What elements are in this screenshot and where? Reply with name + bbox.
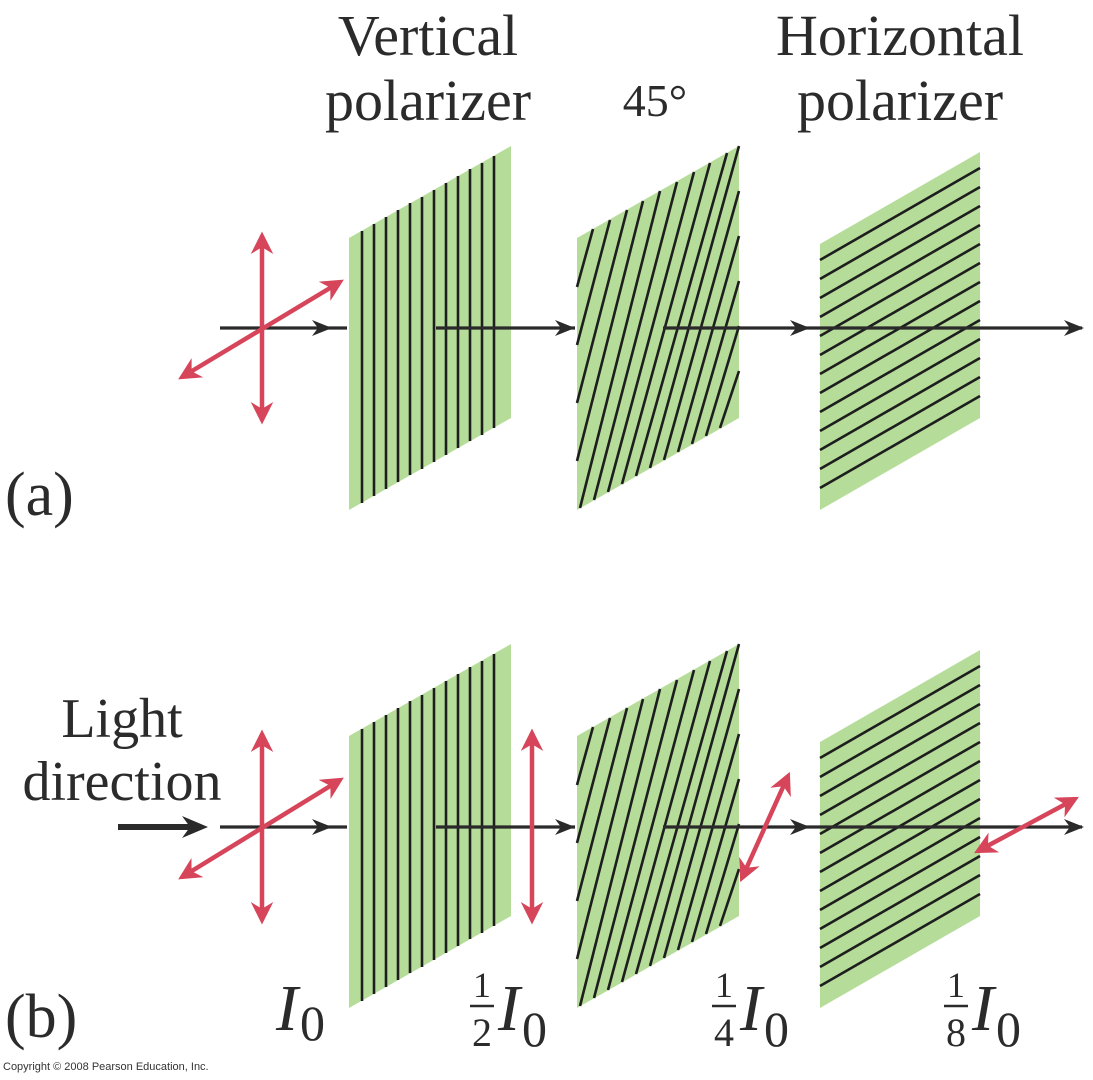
intensity-i0-symbol: I [275, 972, 301, 1045]
diagonal-polarizer-b-lines [575, 643, 741, 1007]
intensity-quarter-denominator: 4 [714, 1010, 734, 1055]
intensity-eighth-denominator: 8 [946, 1010, 966, 1055]
horizontal-polarizer-b [820, 650, 980, 1008]
vertical-polarizer-b-lines [360, 654, 496, 1001]
panel-b-label: (b) [5, 983, 77, 1051]
intensity-half: 1 2 I 0 [470, 965, 547, 1057]
intensity-quarter-numerator: 1 [715, 965, 733, 1005]
horizontal-polarizer-label-line1: Horizontal [776, 3, 1024, 68]
intensity-quarter-symbol: I [739, 972, 765, 1045]
panel-a-label: (a) [5, 461, 74, 529]
vertical-polarizer-label-line2: polarizer [325, 68, 531, 133]
panel-a: (a) [5, 145, 1084, 529]
unpolarized-light-arrows-a [178, 231, 344, 425]
horizontal-polarization-arrow [974, 796, 1079, 854]
diagonal-polarizer-a-lines [575, 145, 741, 509]
intensity-eighth-numerator: 1 [947, 965, 965, 1005]
diagonal-polarization-arrow [739, 771, 791, 883]
horizontal-polarizer-label-line2: polarizer [797, 68, 1003, 133]
intensity-eighth-subscript: 0 [996, 1001, 1021, 1057]
intensity-half-symbol: I [497, 972, 523, 1045]
direction-label: direction [22, 751, 221, 813]
intensity-i0-subscript: 0 [300, 995, 325, 1051]
intensity-quarter: 1 4 I 0 [712, 965, 789, 1057]
intensity-i0: I 0 [275, 972, 325, 1051]
panel-b: Light direction (b) I 0 1 2 I 0 1 4 I 0 … [5, 643, 1084, 1057]
intensity-eighth: 1 8 I 0 [944, 965, 1021, 1057]
vertical-polarizer-label-line1: Vertical [338, 3, 518, 68]
vertical-polarizer-a-lines [360, 156, 496, 503]
intensity-quarter-subscript: 0 [764, 1001, 789, 1057]
intensity-half-denominator: 2 [472, 1010, 492, 1055]
intensity-eighth-symbol: I [971, 972, 997, 1045]
unpolarized-diagonal-arrow [178, 777, 344, 880]
horizontal-polarizer-a [820, 152, 980, 510]
copyright-notice: Copyright © 2008 Pearson Education, Inc. [3, 1061, 209, 1073]
light-label: Light [61, 688, 183, 750]
intensity-half-numerator: 1 [473, 965, 491, 1005]
angle-45-label: 45° [623, 75, 687, 126]
horizontal-polarizer-b-lines [819, 664, 981, 988]
horizontal-polarizer-a-lines [819, 166, 981, 490]
polarization-arrows-b [178, 728, 1079, 925]
intensity-half-subscript: 0 [522, 1001, 547, 1057]
